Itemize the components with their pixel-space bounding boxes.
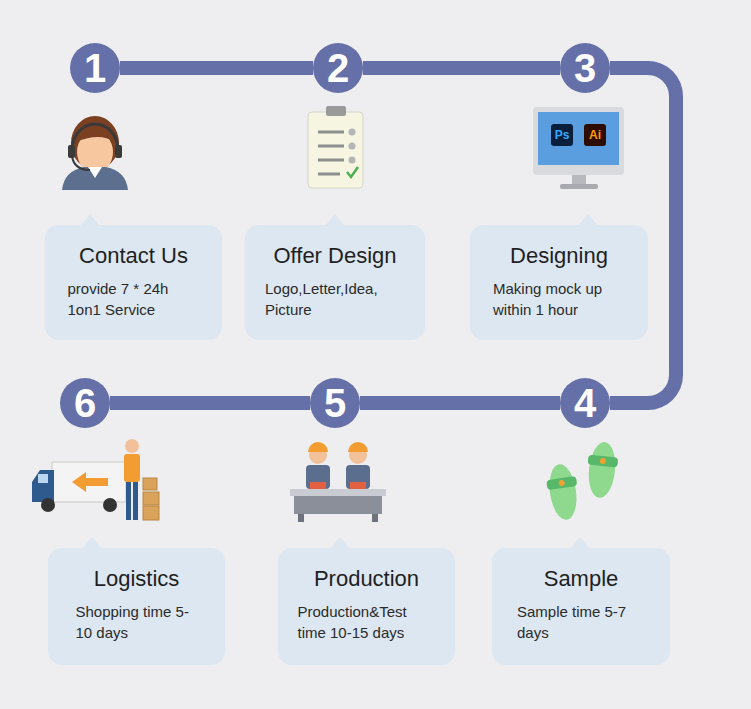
workers-icon-part [294, 496, 382, 514]
clipboard-icon-part [326, 106, 346, 116]
app-icon-label: Ai [584, 124, 606, 146]
truck-icon-part [143, 506, 159, 520]
truck-icon-part [41, 498, 55, 512]
clipboard-icon-part [349, 143, 356, 150]
slippers-icon-part [584, 441, 620, 500]
clipboard-icon-part [308, 112, 363, 188]
workers-icon [290, 442, 386, 522]
flow-track [110, 396, 310, 410]
workers-icon-part [350, 482, 366, 489]
clipboard-icon-part [318, 145, 344, 148]
agent-icon-part [115, 145, 122, 158]
step-number: 3 [574, 48, 596, 88]
step-description: provide 7 * 24h 1on1 Service [68, 279, 200, 320]
clipboard-icon [308, 106, 363, 188]
step-title: Production [314, 566, 419, 592]
step-number: 5 [324, 383, 346, 423]
clipboard-icon-part [318, 173, 340, 176]
clipboard-icon-part [318, 159, 344, 162]
step-number-circle: 3 [560, 43, 610, 93]
flow-track [120, 61, 313, 75]
step-number: 2 [327, 48, 349, 88]
step-number-circle: 1 [70, 43, 120, 93]
truck-icon-part [103, 498, 117, 512]
step-title: Designing [510, 243, 608, 269]
agent-icon [62, 116, 128, 190]
slippers-icon-part-part [600, 458, 607, 465]
slippers-icon [544, 441, 620, 522]
slippers-icon-part-part [588, 455, 619, 468]
step-description: Logo,Letter,Idea, Picture [265, 279, 405, 320]
truck-icon-part [32, 470, 54, 502]
step-number-circle: 5 [310, 378, 360, 428]
slippers-icon-part-part [558, 480, 565, 487]
step-title: Sample [544, 566, 619, 592]
step-bubble: Offer DesignLogo,Letter,Idea, Picture [245, 225, 425, 340]
clipboard-icon-part [349, 129, 356, 136]
agent-icon-part [62, 167, 128, 190]
monitor-icon-part [572, 175, 586, 185]
step-number: 1 [84, 48, 106, 88]
step-bubble: SampleSample time 5-7 days [492, 548, 670, 665]
bubble-tail [578, 214, 598, 226]
slippers-icon-part-part [546, 476, 577, 490]
bubble-tail [82, 537, 102, 549]
monitor-icon-part [538, 112, 619, 165]
bubble-tail [325, 214, 345, 226]
workers-icon-part [310, 482, 326, 489]
agent-icon-part [68, 145, 75, 158]
truck-icon-part [143, 492, 159, 505]
bubble-tail [330, 537, 350, 549]
step-bubble: LogisticsShopping time 5-10 days [48, 548, 225, 665]
step-description: Making mock up within 1 hour [493, 279, 625, 320]
workers-icon-part [346, 465, 370, 489]
agent-icon-part [72, 124, 118, 150]
workers-icon-part [308, 442, 328, 452]
app-icon-label: Ps [551, 124, 573, 146]
slippers-icon-part-part [586, 441, 618, 499]
truck-icon-part [38, 474, 48, 483]
step-bubble: Contact Us provide 7 * 24h 1on1 Service [45, 225, 222, 340]
bubble-tail [570, 537, 590, 549]
workers-icon-part [372, 514, 378, 522]
step-description: Shopping time 5-10 days [76, 602, 198, 643]
clipboard-icon-part [349, 157, 356, 164]
truck-icon-part [143, 478, 157, 490]
step-number-circle: 4 [560, 378, 610, 428]
truck-icon-part [72, 472, 108, 492]
step-bubble: ProductionProduction&Test time 10-15 day… [278, 548, 455, 665]
truck-icon-part [124, 454, 140, 482]
monitor-icon-part [533, 107, 624, 175]
workers-icon-part [306, 465, 330, 489]
step-title: Offer Design [273, 243, 396, 269]
agent-icon-part [88, 167, 102, 178]
clipboard-icon-part [318, 131, 344, 134]
workers-icon-part [298, 514, 304, 522]
clipboard-icon-part [347, 167, 358, 177]
step-number: 4 [574, 383, 596, 423]
step-description: Production&Test time 10-15 days [298, 602, 436, 643]
truck-icon [32, 439, 159, 520]
flow-track [363, 61, 560, 75]
step-description: Sample time 5-7 days [517, 602, 645, 643]
truck-icon-part [52, 462, 126, 502]
workers-icon-part [290, 489, 386, 496]
truck-icon-part [125, 439, 139, 453]
bubble-tail [80, 214, 100, 226]
slippers-icon-part [544, 462, 582, 522]
step-title: Contact Us [79, 243, 188, 269]
monitor-icon [533, 107, 624, 189]
flow-track [360, 396, 560, 410]
truck-icon-part [133, 482, 138, 520]
workers-icon-part [348, 442, 368, 452]
monitor-icon-part [560, 184, 598, 189]
step-title: Logistics [94, 566, 180, 592]
agent-icon-part [72, 156, 90, 170]
step-number: 6 [74, 383, 96, 423]
step-number-circle: 6 [60, 378, 110, 428]
slippers-icon-part-part [546, 462, 580, 521]
step-number-circle: 2 [313, 43, 363, 93]
step-bubble: DesigningMaking mock up within 1 hour [470, 225, 648, 340]
truck-icon-part [126, 482, 131, 520]
